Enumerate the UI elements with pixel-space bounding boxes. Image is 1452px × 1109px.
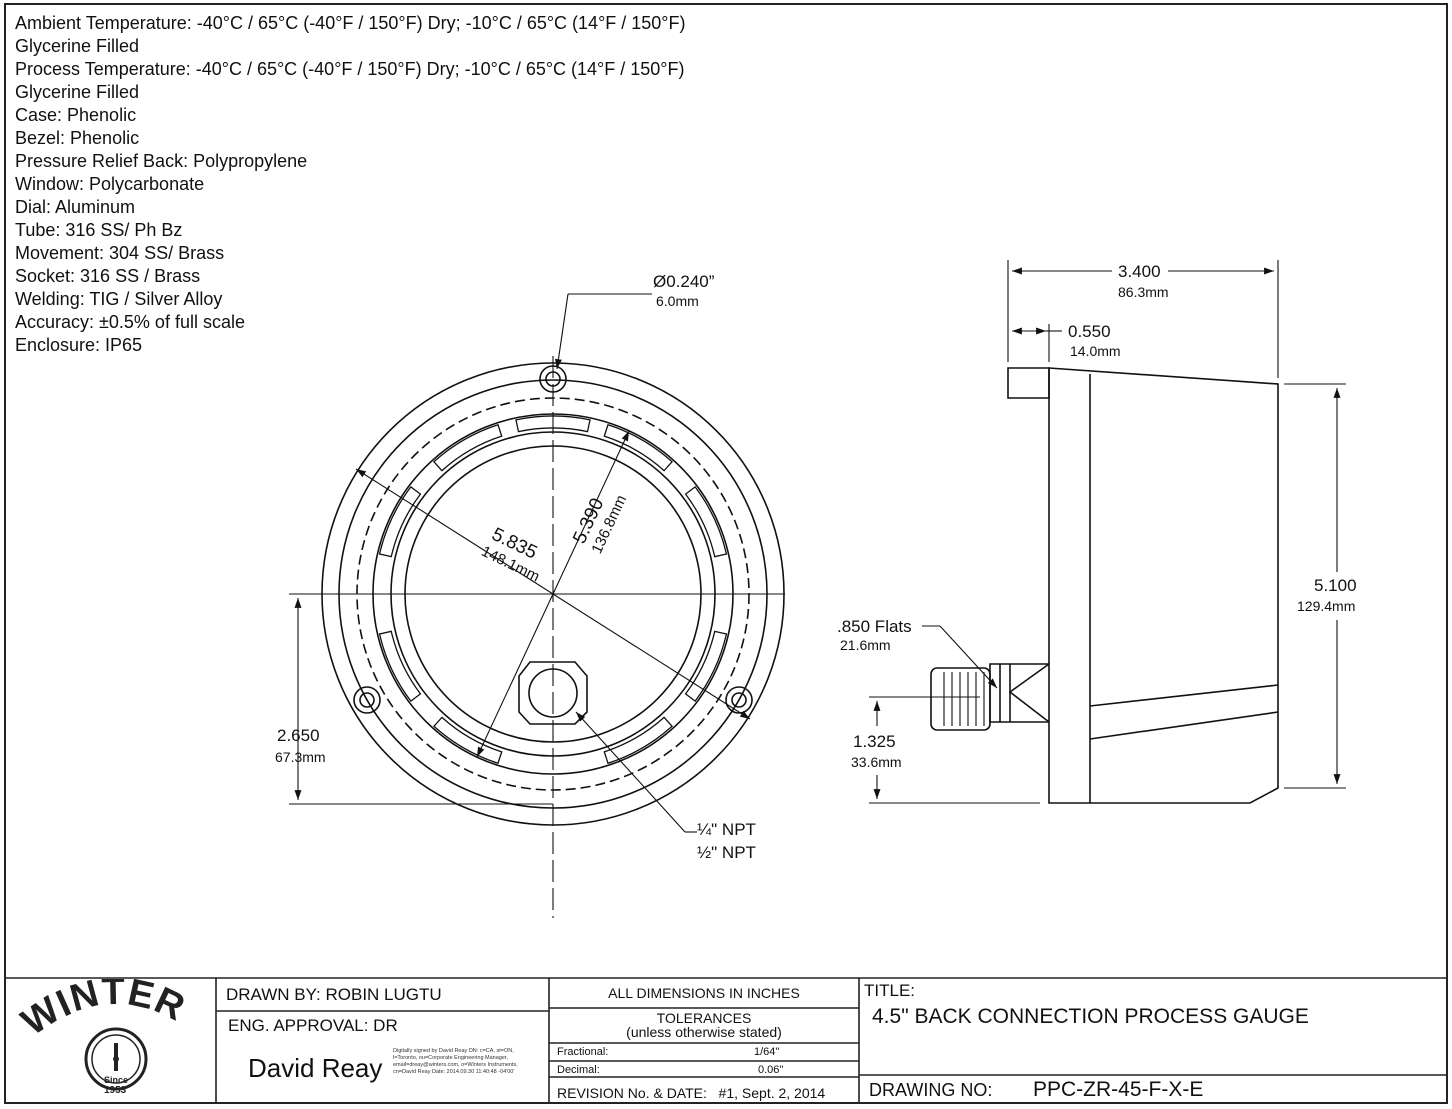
- ring-slot: [515, 415, 591, 433]
- drawing-no-label: DRAWING NO:: [869, 1080, 993, 1100]
- side-dimensions: [869, 260, 1346, 804]
- spec-bezel: Bezel: Phenolic: [15, 128, 140, 148]
- depth-mm: 86.3mm: [1118, 284, 1169, 300]
- ring-slot: [432, 423, 503, 472]
- diameter-leaders: [355, 293, 751, 833]
- side-height-mm: 129.4mm: [1297, 598, 1355, 614]
- front-height-in: 2.650: [277, 726, 320, 745]
- depth-in: 3.400: [1118, 262, 1161, 281]
- front-height-mm: 67.3mm: [275, 749, 326, 765]
- drawing-sheet: [4, 3, 1448, 1104]
- drawing-title: 4.5" BACK CONNECTION PROCESS GAUGE: [872, 1005, 1309, 1028]
- spec-socket: Socket: 316 SS / Brass: [15, 266, 201, 286]
- side-height-in: 5.100: [1314, 576, 1357, 595]
- spec-window: Window: Polycarbonate: [15, 174, 205, 194]
- signature-note: Digitally signed by David Reay DN: c=CA,…: [393, 1048, 518, 1075]
- npt-quarter-label: ¼" NPT: [697, 820, 756, 839]
- title-block-grid: [4, 977, 1448, 1104]
- side-view: [869, 260, 1346, 804]
- hole-diameter-in: Ø0.240”: [653, 272, 715, 291]
- ring-slot: [684, 485, 728, 558]
- height-dimension-left: [289, 593, 553, 805]
- decimal-label: Decimal:: [557, 1064, 600, 1076]
- spec-movement: Movement: 304 SS/ Brass: [15, 243, 225, 263]
- specifications-list: Ambient Temperature: -40°C / 65°C (-40°F…: [15, 12, 685, 357]
- tolerances-heading: TOLERANCES: [656, 1010, 752, 1026]
- spec-accuracy: Accuracy: ±0.5% of full scale: [15, 312, 245, 332]
- logo-year: 1953: [104, 1085, 127, 1096]
- spec-dial: Dial: Aluminum: [15, 197, 136, 217]
- ring-slot: [603, 716, 674, 765]
- decimal-value: 0.06": [758, 1064, 784, 1076]
- bezel-flange: [1007, 367, 1050, 399]
- spec-process-temperature: Process Temperature: -40°C / 65°C (-40°F…: [15, 59, 685, 79]
- spec-process-fill: Glycerine Filled: [15, 82, 140, 102]
- revision: REVISION No. & DATE: #1, Sept. 2, 2014: [557, 1085, 826, 1101]
- hole-diameter-mm: 6.0mm: [656, 293, 699, 309]
- logo-since: Since: [104, 1075, 128, 1085]
- spec-enclosure: Enclosure: IP65: [15, 335, 143, 355]
- technical-drawing: Ø0.240” 6.0mm 5.835 148.1mm 5.390 136.8m…: [275, 260, 1357, 918]
- fractional-value: 1/64": [754, 1046, 780, 1058]
- spec-welding: Welding: TIG / Silver Alloy: [15, 289, 223, 309]
- spec-pressure-relief-back: Pressure Relief Back: Polypropylene: [15, 151, 308, 171]
- case-taper-upper: [1089, 684, 1279, 707]
- socket-connection: [930, 663, 1050, 731]
- eng-approval: ENG. APPROVAL: DR: [228, 1016, 398, 1035]
- case-body: [1048, 367, 1279, 804]
- flange-in: 0.550: [1068, 322, 1111, 341]
- tolerances-subheading: (unless otherwise stated): [626, 1024, 782, 1040]
- socket-height-in: 1.325: [853, 732, 896, 751]
- npt-half-label: ½" NPT: [697, 843, 756, 862]
- drawing-no: PPC-ZR-45-F-X-E: [1033, 1078, 1204, 1101]
- drawn-by: DRAWN BY: ROBIN LUGTU: [226, 985, 442, 1004]
- case-taper-lower: [1089, 711, 1279, 740]
- flange-mm: 14.0mm: [1070, 343, 1121, 359]
- spec-tube: Tube: 316 SS/ Ph Bz: [15, 220, 183, 240]
- ring-slot: [378, 630, 422, 703]
- spec-ambient-fill: Glycerine Filled: [15, 36, 140, 56]
- front-view: [289, 293, 785, 918]
- spec-case: Case: Phenolic: [15, 105, 137, 125]
- dimensions-note: ALL DIMENSIONS IN INCHES: [608, 985, 800, 1001]
- flats-in: .850 Flats: [837, 617, 912, 636]
- fractional-label: Fractional:: [557, 1046, 609, 1058]
- socket-height-mm: 33.6mm: [851, 754, 902, 770]
- flats-mm: 21.6mm: [840, 637, 891, 653]
- title-label: TITLE:: [864, 981, 916, 1000]
- signature: David Reay: [248, 1053, 383, 1083]
- spec-ambient-temperature: Ambient Temperature: -40°C / 65°C (-40°F…: [15, 13, 686, 33]
